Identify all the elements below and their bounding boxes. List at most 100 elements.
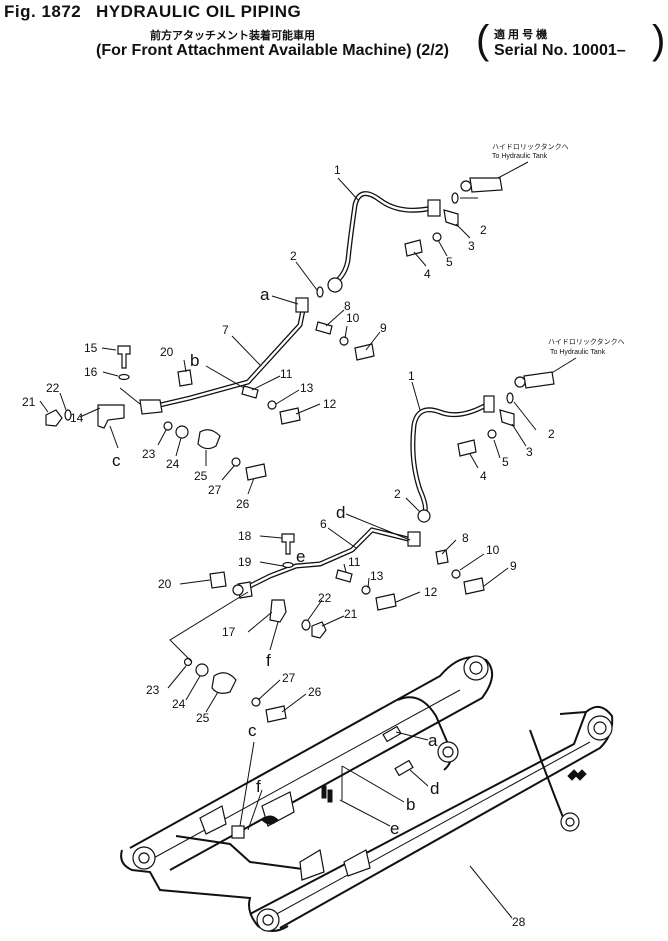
callout-24-upper: 24 (166, 457, 180, 471)
boom-fitting-a (382, 725, 402, 743)
clamp-8-upper (315, 321, 333, 335)
clamp-25-lower (211, 672, 237, 694)
bolt-12-lower (375, 593, 397, 611)
serial-bracket-right: ) (652, 18, 666, 62)
serial-bracket-left: ( (476, 18, 490, 62)
callout-16: 16 (84, 365, 98, 379)
hose-end-fitting (427, 199, 441, 217)
washer-27-upper (231, 457, 241, 467)
subtitle-english: (For Front Attachment Available Machine)… (96, 42, 449, 59)
callout-20-upper: 20 (160, 345, 174, 359)
boom-letter-a: a (428, 731, 438, 750)
boom-letter-e: e (390, 819, 399, 838)
callout-8-upper: 8 (344, 299, 351, 313)
tube-7 (157, 307, 306, 408)
callout-5-lower: 5 (502, 455, 509, 469)
tank-note-jp-lower: ハイドロリックタンクへ (548, 337, 625, 346)
callout-20-lower: 20 (158, 577, 172, 591)
callout-23-upper: 23 (142, 447, 156, 461)
callout-26-upper: 26 (236, 497, 250, 511)
callout-7: 7 (222, 323, 229, 337)
nut-21-lower (311, 621, 327, 639)
letter-d: d (336, 503, 345, 522)
lower-assembly: ハイドロリックタンクへ To Hydraulic Tank (146, 337, 625, 725)
clamp-11-lower (335, 569, 353, 583)
callout-11-upper: 11 (280, 367, 293, 381)
callout-2-upper-mid: 2 (290, 249, 297, 263)
callout-25-lower: 25 (196, 711, 210, 725)
ring-23-upper (163, 421, 173, 431)
fitting-20-upper (177, 369, 193, 387)
clamp-25-upper (197, 429, 221, 450)
serial-number-text: Serial No. 10001– (494, 42, 626, 59)
bolt-4-upper (404, 239, 423, 257)
washer-19 (282, 561, 294, 569)
leader (497, 161, 529, 179)
boom-bracket-3 (343, 849, 371, 877)
callout-12-lower: 12 (424, 585, 438, 599)
callout-10-lower: 10 (486, 543, 500, 557)
callout-4-lower: 4 (480, 469, 487, 483)
callout-2-upper-right: 2 (480, 223, 487, 237)
hose-end-lower-2 (417, 509, 431, 523)
callout-13-upper: 13 (300, 381, 314, 395)
boom-arm-back (129, 656, 493, 871)
bolt-9-lower (463, 577, 485, 595)
callout-14: 14 (70, 411, 84, 425)
o-ring-2-mid (316, 286, 324, 298)
tank-note-en-lower: To Hydraulic Tank (550, 349, 606, 356)
tank-note-en-upper: To Hydraulic Tank (492, 153, 548, 160)
boom-bracket-1 (199, 805, 227, 835)
ring-23-lower (183, 657, 193, 667)
letter-c: c (112, 451, 121, 470)
bolt-15 (117, 345, 131, 369)
spacer-24-lower (195, 663, 209, 677)
callout-13-lower: 13 (370, 569, 384, 583)
washer-10-lower (451, 569, 461, 579)
clamp-8-lower (435, 549, 449, 565)
tank-note-jp-upper: ハイドロリックタンクへ (492, 142, 569, 151)
boom-letter-d: d (430, 779, 439, 798)
elbow-fitting-lower (523, 371, 555, 389)
subtitle-japanese: 前方アタッチメント装着可能車用 (150, 30, 315, 42)
washer-10-upper (339, 336, 349, 346)
letter-f: f (266, 651, 271, 670)
callout-6: 6 (320, 517, 327, 531)
callout-3-lower: 3 (526, 445, 533, 459)
bolt-12-upper (279, 407, 301, 425)
callout-28: 28 (512, 915, 526, 929)
callout-18: 18 (238, 529, 252, 543)
callout-22-lower: 22 (318, 591, 332, 605)
bracket-17 (269, 599, 287, 623)
boom-bracket-2 (299, 849, 325, 881)
callout-25-upper: 25 (194, 469, 208, 483)
callout-21-lower: 21 (344, 607, 358, 621)
boom-letter-b: b (406, 795, 415, 814)
upper-assembly: ハイドロリックタンクへ To Hydraulic Tank (22, 142, 569, 511)
callout-26-lower: 26 (308, 685, 322, 699)
washer-5-lower (487, 429, 497, 439)
callout-2-lower-mid: 2 (394, 487, 401, 501)
callout-1-lower: 1 (408, 369, 415, 383)
callout-9-lower: 9 (510, 559, 517, 573)
callout-27-upper: 27 (208, 483, 222, 497)
letter-e: e (296, 547, 305, 566)
hose-1-upper (335, 191, 435, 283)
callout-3-upper: 3 (468, 239, 475, 253)
callout-4-upper: 4 (424, 267, 431, 281)
boom-letter-c: c (248, 721, 257, 740)
figure-number: Fig. 1872 (4, 2, 82, 21)
callout-5-upper: 5 (446, 255, 453, 269)
spacer-24-upper (175, 425, 189, 439)
figure-title: HYDRAULIC OIL PIPING (96, 2, 302, 21)
bolt-26-lower (265, 705, 287, 723)
boom-28: a d b e c f 28 (120, 655, 614, 932)
elbow-fitting (469, 177, 503, 193)
o-ring-2-lower (506, 392, 514, 404)
boom-fitting-d (394, 759, 414, 777)
o-ring-2-upper (451, 192, 459, 204)
callout-24-lower: 24 (172, 697, 186, 711)
split-flange-3-lower (499, 409, 515, 427)
bolt-26-upper (245, 463, 267, 481)
